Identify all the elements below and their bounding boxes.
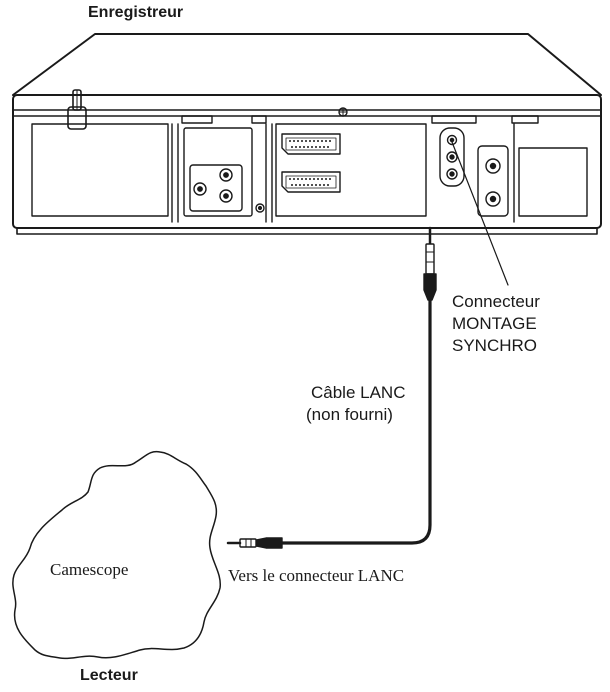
connector-label-line3: SYNCHRO (452, 336, 538, 355)
mini-jack-plug-icon (423, 226, 437, 301)
connector-label-line1: Connecteur (452, 292, 540, 311)
connector-pointer-line (451, 141, 509, 286)
connector-label-line2: MONTAGE (452, 314, 537, 333)
lanc-destination-label: Vers le connecteur LANC (228, 566, 405, 585)
cable-label-line1: Câble LANC (311, 383, 406, 402)
vcr-rear-panel-icon (12, 33, 602, 235)
mini-jack-plug-icon (226, 537, 283, 549)
lanc-cable (226, 226, 437, 549)
player-label: Lecteur (80, 667, 138, 684)
cable-label-line2: (non fourni) (306, 405, 393, 424)
camcorder-label: Camescope (50, 560, 129, 579)
camcorder-outline-icon (12, 450, 221, 660)
recorder-label: Enregistreur (88, 4, 184, 21)
